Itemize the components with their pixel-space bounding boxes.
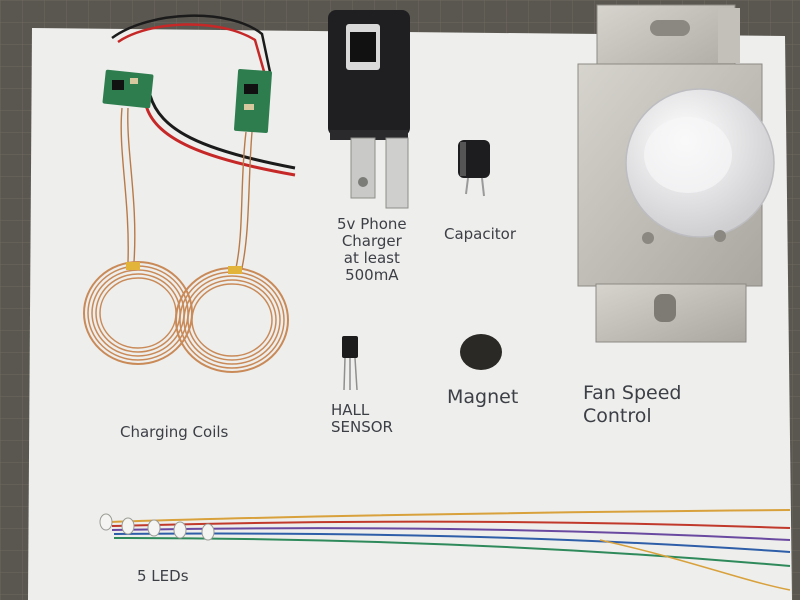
led-5 [201, 523, 215, 541]
fan-speed-control [577, 4, 775, 343]
hall-sensor-label: HALL SENSOR [331, 401, 393, 436]
fan-speed-label: Fan Speed Control [583, 382, 682, 427]
led-strand [99, 509, 791, 591]
receiver-pcb [102, 69, 154, 109]
charging-coils-label: Charging Coils [120, 423, 229, 441]
led-3 [147, 519, 161, 537]
magnet [460, 334, 502, 370]
magnet-label: Magnet [447, 386, 519, 408]
charger-label: 5v Phone Charger at least 500mA [337, 215, 407, 284]
charging-coils [83, 14, 296, 373]
capacitor-label: Capacitor [444, 225, 517, 243]
phone-charger [328, 10, 410, 209]
led-1 [99, 513, 113, 531]
led-2 [121, 517, 135, 535]
led-4 [173, 521, 187, 539]
transmitter-pcb [234, 69, 272, 133]
hall-sensor [342, 336, 358, 391]
capacitor [458, 140, 490, 197]
leds-label: 5 LEDs [137, 567, 189, 585]
